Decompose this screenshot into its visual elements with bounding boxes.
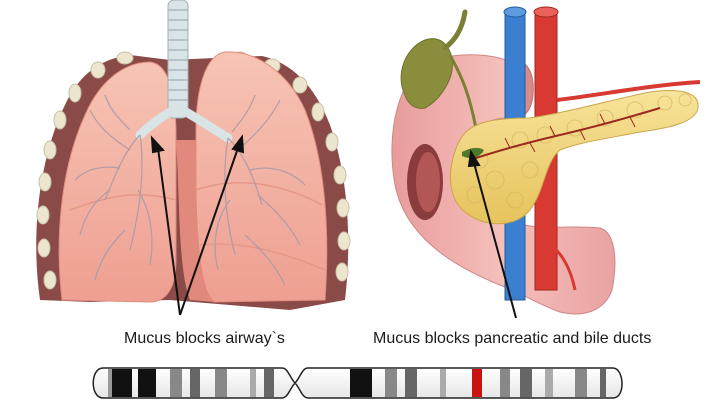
chromosome-band bbox=[170, 369, 182, 397]
chromosome-band bbox=[520, 369, 532, 397]
chromosome-band bbox=[545, 369, 553, 397]
trachea bbox=[135, 0, 233, 143]
chromosome-band bbox=[575, 369, 587, 397]
chromosome-band bbox=[138, 369, 156, 397]
chromosome-band bbox=[350, 369, 372, 397]
chromosome-band bbox=[385, 369, 397, 397]
chromosome-band bbox=[215, 369, 227, 397]
lungs-illustration bbox=[36, 0, 351, 316]
lung-arrows bbox=[150, 134, 245, 316]
chromosome-band bbox=[250, 369, 256, 397]
chromosome-band bbox=[264, 369, 274, 397]
chromosome-bands bbox=[108, 369, 606, 397]
chromosome-band bbox=[600, 369, 606, 397]
pancreas-stomach-illustration bbox=[391, 6, 701, 319]
pancreas bbox=[450, 90, 699, 225]
chromosome-band bbox=[500, 369, 510, 397]
chromosome-band bbox=[108, 369, 114, 397]
chromosome-band bbox=[472, 369, 482, 397]
pancreas-arrow bbox=[467, 149, 517, 319]
pancreas-caption: Mucus blocks pancreatic and bile ducts bbox=[373, 330, 652, 347]
chromosome-band bbox=[112, 369, 132, 397]
rib-dots bbox=[36, 51, 351, 290]
chromosome-band bbox=[405, 369, 417, 397]
lungs-caption: Mucus blocks airway`s bbox=[124, 330, 285, 347]
chromosome-band-icon bbox=[92, 367, 623, 399]
chromosome-band bbox=[190, 369, 200, 397]
chromosome-band bbox=[440, 369, 446, 397]
pancreatic-duct bbox=[469, 107, 661, 161]
